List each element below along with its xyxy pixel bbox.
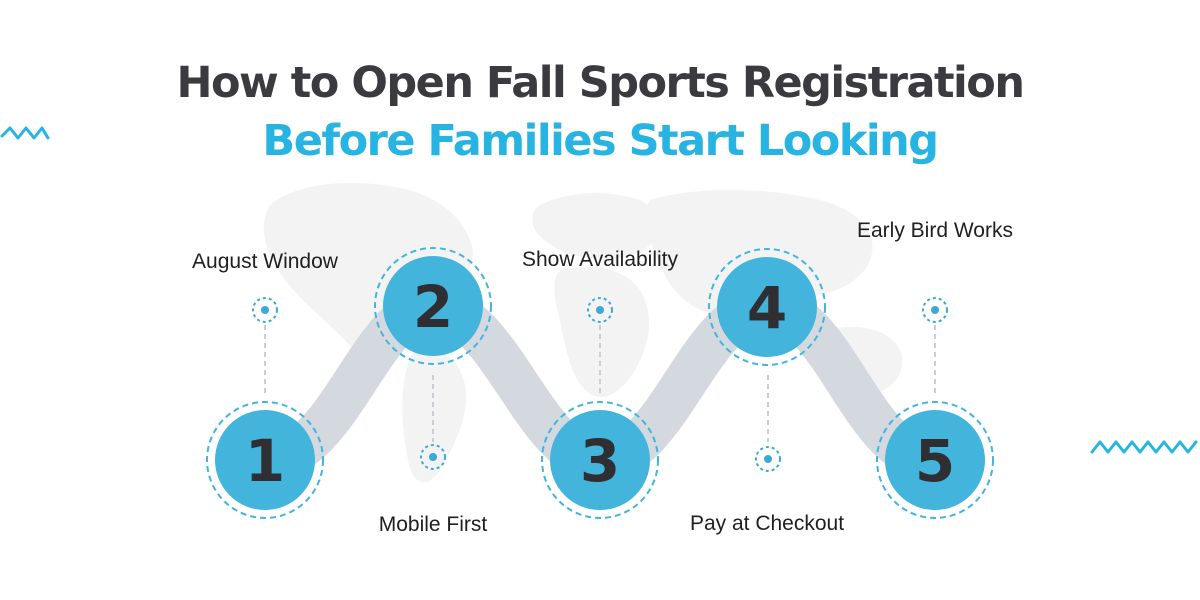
step-label: August Window [192,250,339,273]
step-3: 3 [541,401,659,519]
step-number: 1 [245,427,285,495]
step-label: Show Availability [522,248,679,271]
step-number: 2 [413,273,453,341]
connector-4 [755,375,781,472]
connector-2 [420,375,446,470]
step-4: 4 [708,248,826,366]
connector-1 [252,297,278,395]
step-2: 2 [374,247,492,365]
step-label: Early Bird Works [857,219,1013,242]
world-map-background [263,182,903,483]
title-line-1: How to Open Fall Sports Registration [176,58,1025,108]
title-line-2: Before Families Start Looking [262,116,939,166]
connector-5 [922,297,948,395]
step-label: Pay at Checkout [690,512,844,535]
step-5: 5 [876,401,994,519]
step-number: 5 [915,427,955,495]
step-number: 3 [580,427,620,495]
step-number: 4 [747,274,787,342]
step-label: Mobile First [379,513,488,536]
step-1: 1 [206,401,324,519]
wave-icon [1090,440,1198,454]
connector-3 [587,297,613,395]
wave-icon [0,126,50,140]
